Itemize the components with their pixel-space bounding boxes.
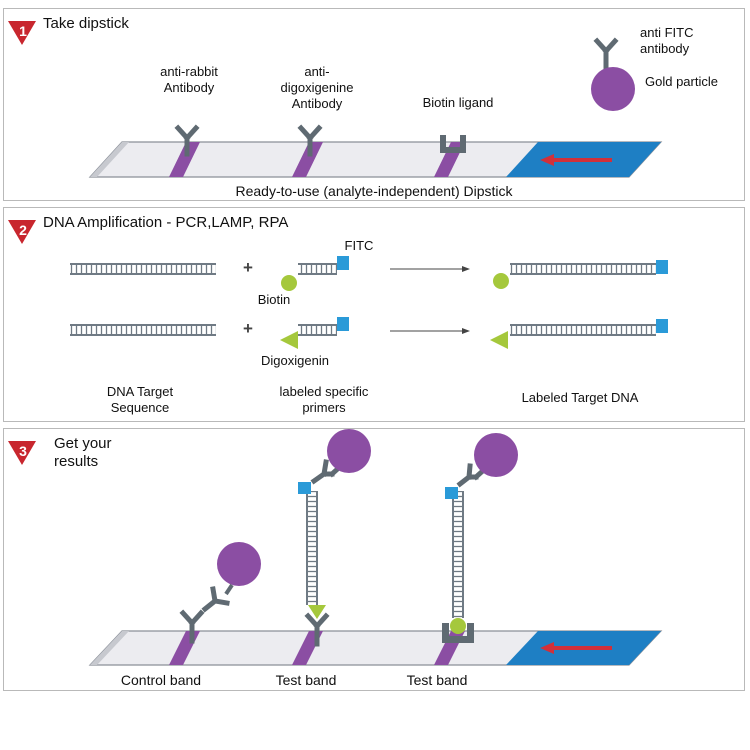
flow-arrow-head <box>540 154 554 166</box>
step-1-panel: 1 Take dipstick anti-rabbit Antibody ant… <box>3 8 745 201</box>
anti-dig-label: anti- digoxigenine Antibody <box>280 64 354 111</box>
step-1-title: Take dipstick <box>43 15 129 32</box>
step-2-graphic <box>8 220 668 349</box>
control-band-label: Control band <box>120 672 202 688</box>
biotin-ligand-icon <box>440 135 466 153</box>
anti-rabbit-label: anti-rabbit Antibody <box>160 64 218 95</box>
step-2-marker-icon <box>8 220 36 244</box>
step-1-number: 1 <box>19 23 27 39</box>
result-strip-edge <box>90 631 129 665</box>
test-2-dna <box>452 491 464 618</box>
test-band-2-label: Test band <box>406 672 468 688</box>
test-1-gold-particle-icon <box>327 429 371 473</box>
test-band-1-label: Test band <box>275 672 337 688</box>
test-2-biotin-ligand-icon <box>442 623 474 643</box>
dipstick-caption: Ready-to-use (analyte-independent) Dipst… <box>235 183 513 199</box>
digoxigenin-label: Digoxigenin <box>261 353 329 368</box>
step-3-panel: 3 Get your results Control band Test ban… <box>3 428 745 691</box>
step-3-marker-icon <box>8 441 36 465</box>
captured-anti-fitc-icon <box>201 586 230 613</box>
dna-target-2 <box>70 324 216 336</box>
step-2-title: DNA Amplification - PCR,LAMP, RPA <box>43 214 289 231</box>
anti-fitc-label: anti FITC antibody <box>640 25 694 56</box>
step-1-graphic <box>8 21 663 178</box>
test-1-antibody-icon <box>304 612 330 647</box>
step-3-title: Get your results <box>54 435 112 470</box>
labeled-dna-2 <box>490 319 668 349</box>
dipstick-edge <box>90 142 129 177</box>
test-2-gold-particle-icon <box>474 433 518 477</box>
labeled-dna-1 <box>493 260 668 289</box>
gold-particle-label: Gold particle <box>645 74 718 89</box>
gold-particle-icon <box>591 67 635 111</box>
target-caption: DNA Target Sequence <box>106 384 174 415</box>
test-1-digoxigenin-icon <box>308 605 326 619</box>
step-1-marker-icon <box>8 21 36 45</box>
digoxigenin-tag-icon <box>280 331 298 349</box>
step-3-number: 3 <box>19 443 27 459</box>
control-antibody-icon <box>179 609 205 644</box>
control-band <box>169 142 200 177</box>
biotin-ligand-label: Biotin ligand <box>422 95 494 110</box>
test-1-fitc-icon <box>298 482 311 494</box>
anti-fitc-antibody-icon <box>593 37 619 70</box>
test-2-fitc-icon <box>445 487 458 499</box>
primers-caption: labeled specific primers <box>279 384 369 415</box>
dig-fitc-primer <box>280 317 349 349</box>
test-2-biotin-icon <box>450 618 466 634</box>
dna-target-1 <box>70 263 216 275</box>
biotin-label: Biotin <box>257 292 291 307</box>
step-2-panel: 2 DNA Amplification - PCR,LAMP, RPA + + … <box>3 207 745 422</box>
plus-sign-1: + <box>243 258 253 277</box>
fitc-label: FITC <box>344 238 374 253</box>
biotin-tag-icon <box>281 275 297 291</box>
arrow-1 <box>390 266 470 272</box>
biotin-fitc-primer <box>281 256 349 291</box>
control-gold-particle-icon <box>217 542 261 586</box>
step-3-graphic <box>8 429 663 666</box>
test-band-dig <box>292 142 323 177</box>
fitc-tag-icon <box>337 256 349 270</box>
labeled-caption: Labeled Target DNA <box>521 390 639 405</box>
arrow-2 <box>390 328 470 334</box>
test-1-dna <box>306 491 318 605</box>
result-flow-arrow-head <box>540 642 554 654</box>
plus-sign-2: + <box>243 319 253 338</box>
step-2-number: 2 <box>19 222 27 238</box>
